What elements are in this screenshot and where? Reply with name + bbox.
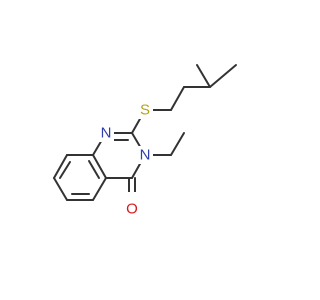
- atom-n3: N: [137, 146, 153, 164]
- atom-n1-label: N: [101, 125, 112, 142]
- bond-ch-ch3-a: [196, 64, 211, 88]
- bond-c4a-c8a-inner: [88, 160, 100, 179]
- atom-s: S: [137, 101, 153, 119]
- atom-o: O: [124, 192, 140, 218]
- bond-ch2-ch2: [170, 86, 185, 111]
- atom-s-label: S: [140, 102, 150, 119]
- atom-n1: N: [98, 124, 114, 142]
- bond-c8-c7-inner: [59, 161, 71, 179]
- bond-c8-c7: [53, 154, 68, 179]
- molecule-structure-diagram: N N S O: [53, 64, 237, 218]
- bonds: [53, 64, 237, 205]
- bond-ch2-ch3: [170, 132, 185, 156]
- bond-c7-c6: [53, 177, 68, 201]
- atom-o-label: O: [126, 201, 138, 218]
- bond-ch-ch3-b: [209, 64, 237, 88]
- bond-c4a-c8a: [92, 154, 107, 179]
- atom-n3-label: N: [140, 147, 151, 164]
- bond-c5-c4a: [92, 177, 107, 201]
- atom-labels: N N S O: [98, 101, 153, 218]
